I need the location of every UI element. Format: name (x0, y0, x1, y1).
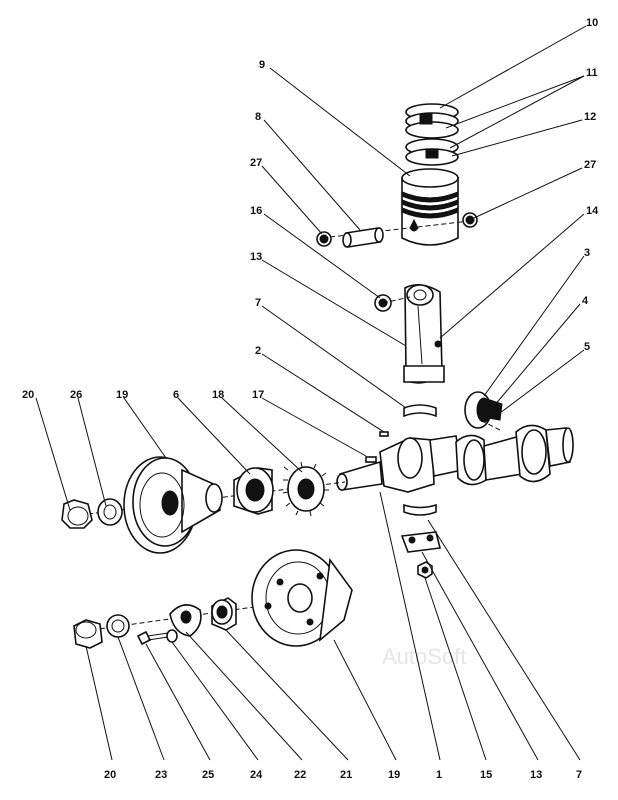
pulley-upper (123, 456, 223, 554)
label-19-upper: 19 (116, 389, 128, 401)
label-21: 21 (340, 769, 352, 781)
nut-upper (61, 499, 93, 529)
circlip-right (462, 212, 478, 228)
label-18: 18 (212, 389, 224, 401)
label-5: 5 (584, 341, 590, 353)
lock-washer-lower (166, 629, 178, 643)
label-8: 8 (255, 111, 261, 123)
part-number-labels: 10 11 12 9 8 27 27 14 16 13 3 4 5 7 2 20… (22, 17, 599, 781)
piston (401, 168, 459, 246)
label-4: 4 (582, 295, 589, 307)
bolt-lower (136, 630, 169, 646)
label-1: 1 (436, 769, 442, 781)
label-24: 24 (250, 769, 263, 781)
drive-gear (464, 391, 503, 429)
timing-gear (282, 461, 329, 517)
label-2: 2 (255, 345, 261, 357)
label-27-left: 27 (250, 157, 262, 169)
rod-nut (417, 561, 433, 579)
label-9: 9 (259, 59, 265, 71)
pulley-lower (251, 549, 353, 647)
label-15: 15 (480, 769, 492, 781)
label-26: 26 (70, 389, 82, 401)
label-10: 10 (586, 17, 598, 29)
circlip-left (316, 231, 332, 247)
connecting-rod (374, 284, 445, 384)
bearing-shell-upper (403, 404, 437, 418)
label-20-lower: 20 (104, 769, 116, 781)
label-13-upper: 13 (250, 251, 262, 263)
piston-rings (405, 103, 459, 166)
washer-upper (97, 498, 123, 526)
label-27-right: 27 (584, 159, 596, 171)
label-13-lower: 13 (530, 769, 542, 781)
hub-adapter (211, 597, 237, 631)
leader-lines (35, 25, 587, 761)
label-16: 16 (250, 205, 262, 217)
label-6: 6 (173, 389, 179, 401)
label-19-lower: 19 (388, 769, 400, 781)
label-11: 11 (586, 67, 598, 79)
nut-lower (73, 619, 103, 649)
label-7-lower: 7 (576, 769, 582, 781)
label-17: 17 (252, 389, 264, 401)
bearing-shell-lower (403, 503, 437, 516)
crankshaft (336, 419, 574, 493)
lock-plate (169, 604, 202, 637)
watermark: AutoSoft (382, 644, 466, 669)
label-14: 14 (586, 205, 599, 217)
piston-pin (342, 227, 384, 248)
crank-key (379, 431, 389, 437)
label-23: 23 (155, 769, 167, 781)
woodruff-key (365, 456, 377, 463)
label-22: 22 (294, 769, 306, 781)
label-12: 12 (584, 111, 596, 123)
label-20-upper: 20 (22, 389, 34, 401)
spacer (233, 467, 274, 515)
label-3: 3 (584, 247, 590, 259)
washer-lower (106, 614, 130, 638)
label-7-upper: 7 (255, 297, 261, 309)
rod-cap (400, 531, 441, 553)
label-25: 25 (202, 769, 214, 781)
